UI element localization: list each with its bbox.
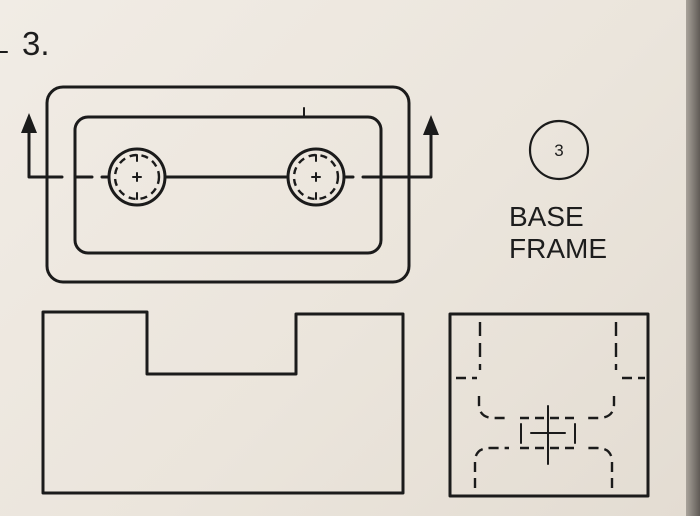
- part-name-line1: BASE: [509, 201, 584, 232]
- front-view-outline: [41, 310, 405, 495]
- top-view: [21, 85, 439, 284]
- hole-right-hidden: [292, 153, 340, 201]
- hidden-left-curve-top: [477, 396, 509, 420]
- part-number-balloon: [528, 119, 590, 181]
- top-view-outer-rect: [45, 85, 411, 284]
- hidden-right-curve-bottom: [586, 446, 614, 488]
- arrow-up-right: [423, 115, 439, 135]
- part-number: 3: [554, 141, 563, 160]
- arrow-up-left: [21, 113, 37, 133]
- hole-left-hidden: [113, 153, 161, 201]
- top-view-inner-rect: [73, 115, 383, 255]
- cutting-plane-left-leg: [27, 126, 64, 179]
- side-view: [448, 312, 650, 498]
- page-edge-shadow: [686, 0, 700, 516]
- problem-number: 3.: [22, 25, 50, 62]
- part-name-line2: FRAME: [509, 233, 607, 264]
- hidden-right-curve-top: [586, 396, 616, 420]
- hidden-left-curve-bottom: [473, 446, 509, 488]
- part-label: 3 BASE FRAME: [509, 119, 607, 264]
- cutting-plane-right-leg: [361, 128, 433, 179]
- side-view-outline: [448, 312, 650, 498]
